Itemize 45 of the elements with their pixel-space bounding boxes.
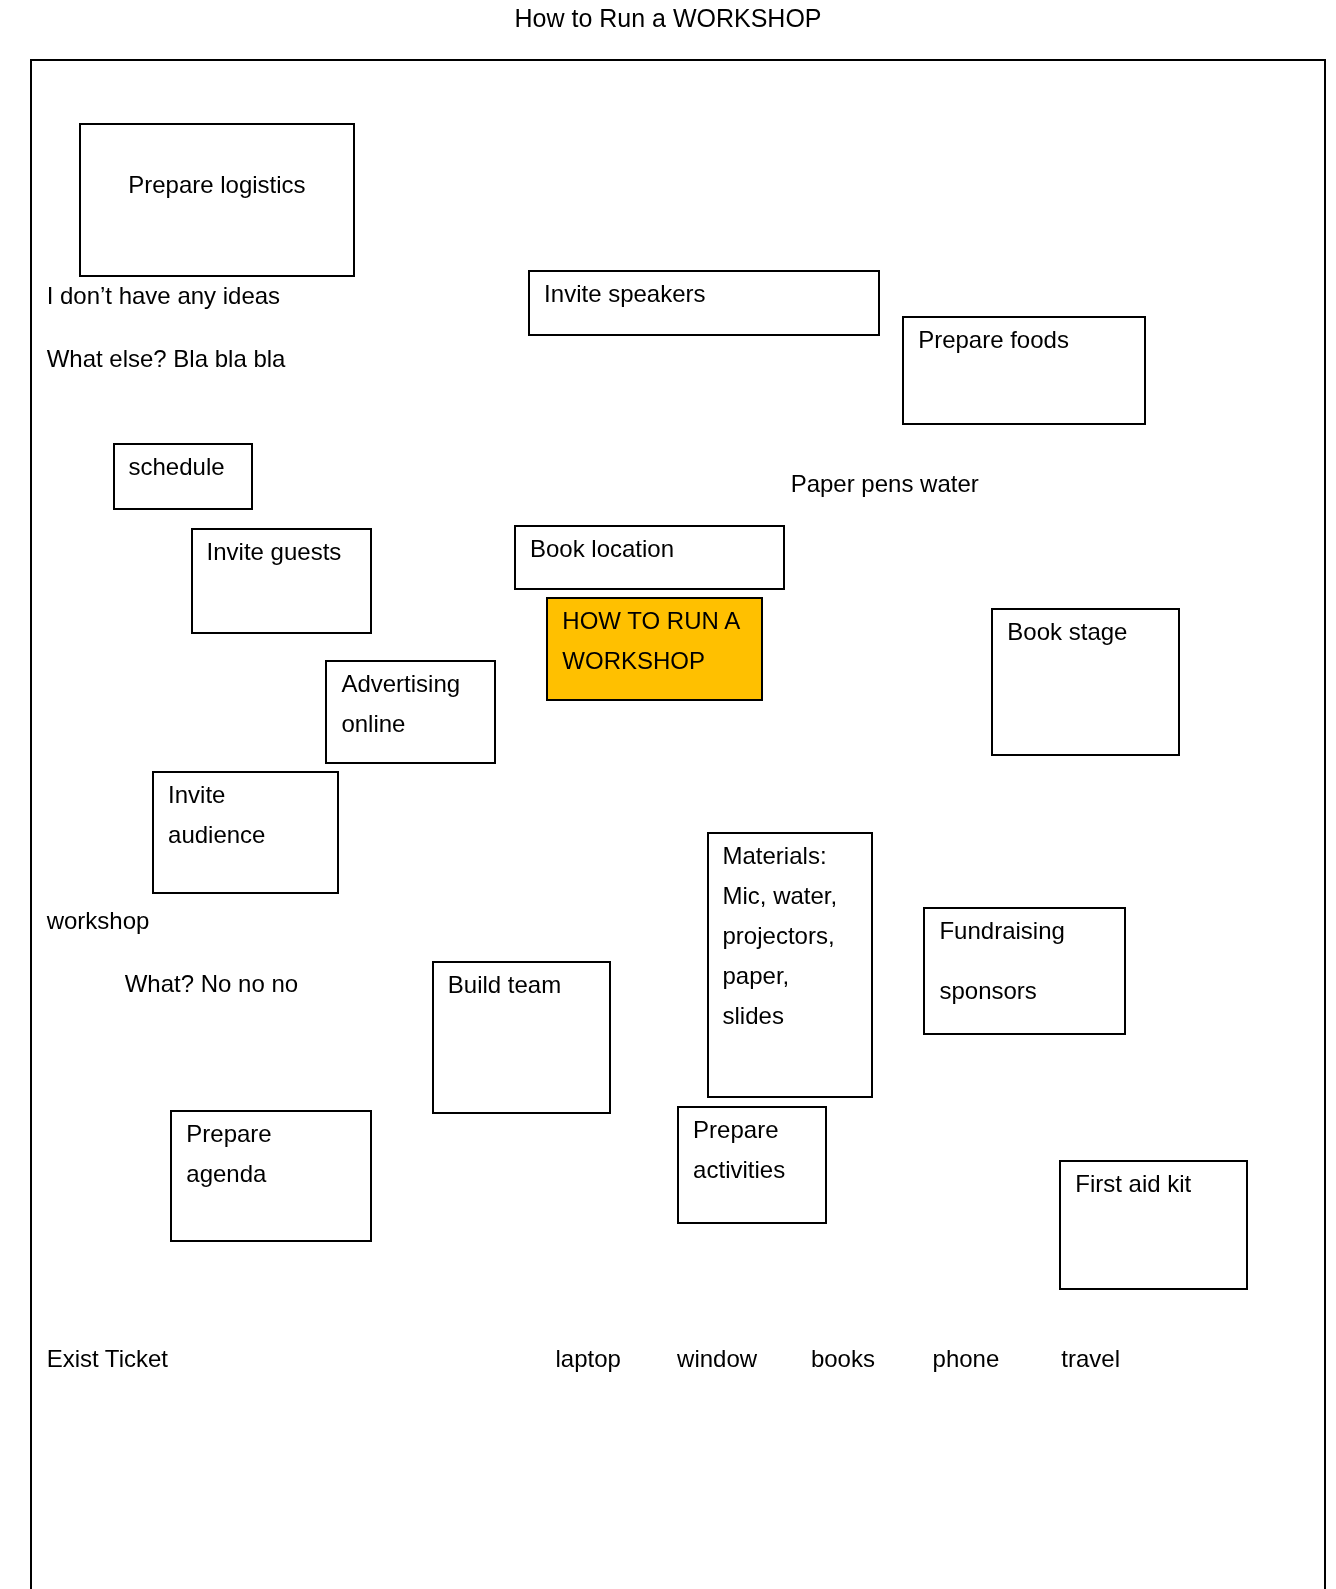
task-box <box>706 832 873 1098</box>
note-text: Exist Ticket <box>46 1345 168 1374</box>
task-box <box>431 960 612 1114</box>
node-label: Materials: Mic, water, projectors, paper, slides <box>722 841 839 1032</box>
node-label: Fundraising <box>939 916 1066 947</box>
node-label: Prepare activities <box>693 1114 787 1185</box>
node-label: Advertising online <box>341 668 462 739</box>
node-label: HOW TO RUN A WORKSHOP <box>562 606 741 677</box>
task-box <box>79 122 355 277</box>
diagram-title: How to Run a WORKSHOP <box>513 4 823 33</box>
task-box <box>513 525 785 590</box>
note-text: laptop <box>555 1345 621 1374</box>
note-text: workshop <box>46 907 150 936</box>
node-label: Invite audience <box>168 780 267 851</box>
task-box <box>190 528 372 634</box>
note-text: books <box>810 1345 875 1374</box>
node-label: Prepare logistics <box>127 169 307 200</box>
task-box <box>528 269 880 336</box>
note-text: Paper pens water <box>790 470 979 499</box>
node-label: Invite guests <box>206 537 343 568</box>
node-label: schedule <box>128 451 226 482</box>
note-text: window <box>677 1345 758 1374</box>
node-label: Book stage <box>1007 617 1129 648</box>
node-label: Prepare foods <box>918 325 1070 356</box>
note-text: What else? Bla bla bla <box>46 344 286 373</box>
task-box <box>902 316 1147 425</box>
note-text: What? No no no <box>124 970 299 999</box>
central-topic-box <box>546 597 764 702</box>
task-box <box>112 442 254 510</box>
task-box <box>677 1105 828 1225</box>
note-text: I don’t have any ideas <box>46 281 281 310</box>
node-label: Book location <box>529 534 675 565</box>
task-box <box>991 608 1180 757</box>
task-box <box>170 1109 372 1242</box>
node-label: Build team <box>447 969 563 1000</box>
note-text: phone <box>932 1345 1000 1374</box>
node-label: Invite speakers <box>544 278 707 309</box>
task-box <box>923 907 1127 1035</box>
note-text: travel <box>1061 1345 1120 1374</box>
node-label: First aid kit <box>1075 1168 1193 1199</box>
node-label: Prepare agenda <box>186 1118 273 1189</box>
node-note: sponsors <box>939 976 1038 1007</box>
task-box <box>325 659 496 765</box>
task-box <box>1059 1159 1248 1291</box>
task-box <box>152 771 339 895</box>
